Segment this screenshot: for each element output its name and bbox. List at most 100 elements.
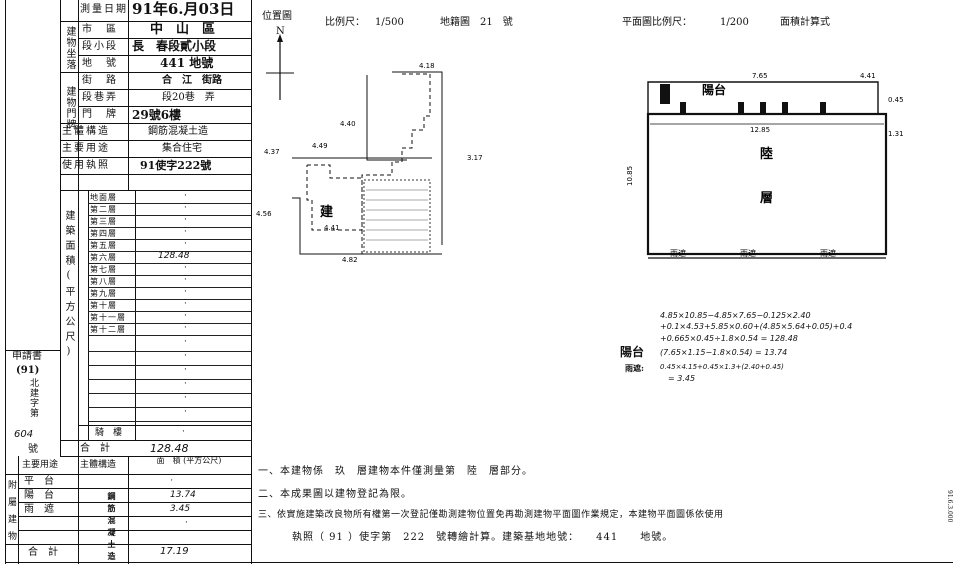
area-group-label: 建築面積(平方公尺) xyxy=(63,210,74,362)
outer-border-bottom xyxy=(5,562,953,563)
building-mark: 建 xyxy=(320,204,333,220)
application-office: 北建字第 xyxy=(28,378,38,418)
floor-area: · xyxy=(184,299,187,309)
attached-item-area: 13.74 xyxy=(170,490,196,500)
floor-area: · xyxy=(184,311,187,321)
form-divider xyxy=(251,0,252,564)
blank-row: · xyxy=(88,365,251,380)
location-sheet: 地籍圖 21 號 xyxy=(440,17,513,28)
attached-structure-value: 鋼筋混凝土造 xyxy=(107,492,117,564)
calc-rain-formula: 0.45×4.15+0.45×1.3+(2.40+0.45) xyxy=(660,363,784,371)
rain-label-3: 雨遮 xyxy=(820,248,836,258)
note-1: 一、本建物係 玖 層建物本件僅測量第 陸 層部分。 xyxy=(258,466,533,477)
attached-col-use: 主要用途 xyxy=(22,460,59,470)
total-label: 合 計 xyxy=(80,443,110,454)
floor-area: · xyxy=(184,275,187,285)
survey-date-value: 91年6.月03日 xyxy=(132,0,235,18)
floor-name: 第八層 xyxy=(90,277,117,286)
floor-row: 第四層· xyxy=(88,227,251,240)
balcony-label: 陽台 xyxy=(702,82,726,97)
floor-name: 第二層 xyxy=(90,205,117,214)
permit-label: 使用執照 xyxy=(62,160,110,171)
street-value: 合 江 街路 xyxy=(162,75,222,86)
attached-col-area: 面 積 (平方公尺) xyxy=(156,456,222,465)
blank-row: · xyxy=(88,407,251,422)
floor-row: 第十二層 · xyxy=(88,323,251,336)
floor-row: 第五層· xyxy=(88,239,251,252)
svg-text:7.65: 7.65 xyxy=(752,72,768,80)
rain-label-1: 雨遮 xyxy=(670,248,686,258)
attached-item-name: 陽 台 xyxy=(24,490,54,501)
floor-row: 第七層 · xyxy=(88,263,251,276)
location-scale: 1/500 xyxy=(375,17,404,28)
application-label: 申請書 xyxy=(12,351,42,362)
lot-value: 441 地號 xyxy=(160,56,214,70)
svg-text:0.45: 0.45 xyxy=(888,96,904,104)
outer-border-left xyxy=(5,0,6,564)
floor-plan-title: 平面圖比例尺： xyxy=(622,17,692,28)
attached-group-label: 附屬建物 xyxy=(6,480,16,548)
floor-name: 第十二層 xyxy=(90,325,126,334)
total-value: 128.48 xyxy=(150,442,189,455)
attached-col-structure: 主體構造 xyxy=(80,460,117,470)
street-label: 街 路 xyxy=(82,75,118,86)
use-value: 集合住宅 xyxy=(162,143,202,154)
floor-row: 第三層· xyxy=(88,215,251,228)
svg-text:4.49: 4.49 xyxy=(312,142,328,150)
lane-label: 段巷弄 xyxy=(82,92,118,103)
calc-line-2: +0.1×4.53+5.85×0.60+(4.85×5.64+0.05)+0.4 xyxy=(660,322,853,331)
floor-row: 第二層· xyxy=(88,203,251,216)
svg-text:1.31: 1.31 xyxy=(888,130,904,138)
svg-text:4.41: 4.41 xyxy=(324,224,340,232)
side-code: 91.6.3.000 xyxy=(946,490,953,523)
survey-date-row xyxy=(60,4,251,22)
floor-row: 第十層· xyxy=(88,299,251,312)
floor-area: · xyxy=(184,227,187,237)
calc-balcony-formula: (7.65×1.15−1.8×0.54) = 13.74 xyxy=(660,348,788,357)
floor-row: 第八層 · xyxy=(88,275,251,288)
calc-rain-label: 雨遮: xyxy=(625,363,644,373)
door-label: 門 牌 xyxy=(82,109,118,120)
arcade-label: 騎 樓 xyxy=(95,428,123,438)
location-map-title: 位置圖 xyxy=(262,11,292,22)
svg-text:4.37: 4.37 xyxy=(264,148,280,156)
attached-item-name: 平 台 xyxy=(24,476,54,487)
blank-row: · xyxy=(88,337,251,352)
blank-value: · xyxy=(184,407,187,417)
floor-name: 第十一層 xyxy=(90,313,126,322)
floor-name: 第五層 xyxy=(90,241,117,250)
blank-value: · xyxy=(184,393,187,403)
floor-name: 第七層 xyxy=(90,265,117,274)
floor-label-1: 陸 xyxy=(760,146,773,162)
section-value: 長 春段貳小段 xyxy=(132,39,217,53)
north-label: N xyxy=(276,26,285,37)
blank-value: · xyxy=(184,365,187,375)
svg-text:10.85: 10.85 xyxy=(626,166,634,186)
floor-row: 第九層· xyxy=(88,287,251,300)
note-3: 三、依實施建築改良物所有權第一次登記僅勘測建物位置免再勘測建物平面圖作業規定，本… xyxy=(258,510,724,520)
blank-row: · xyxy=(88,351,251,366)
door-value: 29號6樓 xyxy=(132,108,182,122)
floor-area: · xyxy=(184,323,187,333)
city-label: 市 區 xyxy=(82,24,118,35)
city-value: 中 山 區 xyxy=(150,22,216,37)
lane-value: 段20巷 弄 xyxy=(162,92,215,103)
svg-text:4.56: 4.56 xyxy=(256,210,272,218)
calc-line-1: 4.85×10.85−4.85×7.65−0.125×2.40 xyxy=(660,311,811,320)
arcade-value: · xyxy=(182,427,185,437)
survey-date-label: 測量日期 xyxy=(80,4,128,15)
svg-text:12.85: 12.85 xyxy=(750,126,770,134)
attached-total-label: 合 計 xyxy=(28,547,58,558)
location-group-label: 建物坐落 xyxy=(64,26,75,70)
blank-value: · xyxy=(184,337,187,347)
floor-row: 地面層· xyxy=(88,191,251,204)
floor-plan-drawing: 陽台 陸 層 雨遮 雨遮 雨遮 12.85 10.85 7.65 4.41 1.… xyxy=(626,72,904,259)
floor-area: · xyxy=(184,263,187,273)
svg-text:4.18: 4.18 xyxy=(419,62,435,70)
application-suffix: 號 xyxy=(28,444,38,455)
floor-plan-calc-title: 面積計算式 xyxy=(780,17,830,28)
svg-text:4.82: 4.82 xyxy=(342,256,358,264)
lot-label: 地 號 xyxy=(82,58,118,69)
application-num: 604 xyxy=(14,429,34,440)
